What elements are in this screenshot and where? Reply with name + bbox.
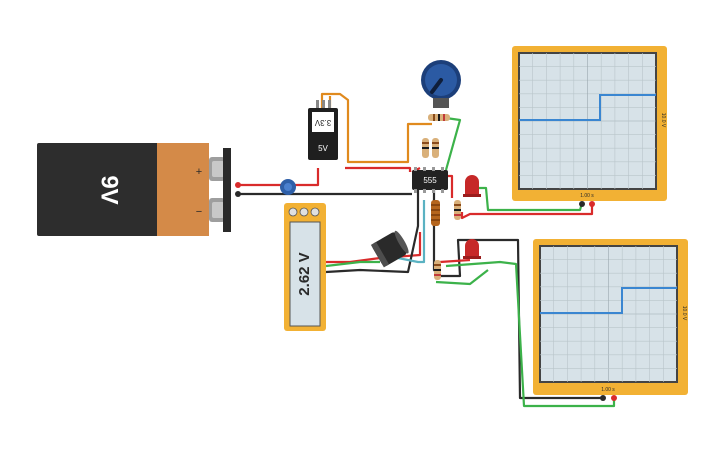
scope-bottom-probe-neg[interactable] [600,395,606,401]
wire-green-scope-top[interactable] [470,186,584,212]
regulator-top-label: 3.3V [314,118,331,127]
battery-plus-symbol: + [196,166,202,178]
ic-pin [423,189,426,193]
ic-pin [441,189,444,193]
resistor-top[interactable] [428,114,450,121]
meter-reading: 2.62 V [296,252,313,295]
ic-pin [432,167,435,171]
wire-red-reg-ic[interactable] [345,166,412,172]
ic-555[interactable]: 555 [412,167,448,193]
scope-bottom-probe-pos[interactable] [611,395,617,401]
scope-top-probe-pos[interactable] [589,201,595,207]
meter-mode-icon[interactable] [299,207,309,217]
capacitor-electrolytic[interactable] [370,229,411,268]
wire-black-meter[interactable] [325,190,420,274]
scope-bottom-trace [540,287,677,314]
battery-cap [157,143,209,236]
reg-pin [328,100,331,110]
terminal-minus-inner [212,202,224,218]
scope-bottom-time-label: 1.00 s [601,387,615,393]
multimeter[interactable]: 2.62 V [284,203,326,331]
oscilloscope-top[interactable]: 1.00 s 10.0 V [512,46,667,207]
ic-pin [441,167,444,171]
scope-bottom-volt-label: 10.0 V [681,306,687,321]
meter-mode-icon[interactable] [288,207,298,217]
ic-pin [423,167,426,171]
battery-minus-symbol: − [196,206,202,218]
oscilloscope-bottom[interactable]: 1.00 s 10.0 V [533,239,688,401]
resistor-led-bottom[interactable] [434,260,441,280]
scope-top-trace [519,94,656,121]
wire-red-switch-reg[interactable] [293,168,320,187]
led-bottom[interactable] [463,239,481,259]
reg-pin [316,100,319,110]
wire-green-meter[interactable] [325,260,380,268]
wire-green-res-lower[interactable] [435,269,489,286]
ic-label: 555 [423,176,437,185]
battery-9v[interactable]: 9V + − [37,143,241,236]
terminal-plus-inner [212,161,224,177]
battery-label: 9V [96,175,123,204]
battery-body [37,143,159,236]
resistor-led-top[interactable] [454,200,461,220]
meter-mode-icon[interactable] [310,207,320,217]
ic-pin [414,189,417,193]
scope-top-probe-neg[interactable] [579,201,585,207]
wire-green-pot[interactable] [444,116,462,171]
inductor-coil[interactable] [431,200,440,226]
regulator-label-bg [312,112,334,132]
reg-pin [322,100,325,110]
voltage-regulator[interactable]: 3.3V 5V [308,100,338,160]
ic-pin [432,189,435,193]
scope-top-time-label: 1.00 s [580,193,594,199]
wire-green-lower[interactable] [445,260,616,408]
pot-base [433,98,449,108]
wire-orange-reg-out[interactable] [320,92,432,164]
wire-red-led-lower[interactable] [439,258,471,264]
switch-icon[interactable] [280,179,296,195]
meter-display [289,221,321,327]
wire-teal-cap[interactable] [397,200,426,264]
resistor-pair[interactable] [422,138,439,158]
ic-pin [414,167,417,171]
led-top[interactable] [463,175,481,197]
battery-minus-node[interactable] [235,191,241,197]
scope-top-volt-label: 10.0 V [660,113,666,128]
battery-connector [223,148,231,232]
potentiometer-knob-icon[interactable] [421,60,461,108]
wire-black-lower[interactable] [440,238,602,400]
wire-red-scope-top[interactable] [460,203,594,220]
battery-plus-node[interactable] [235,182,241,188]
regulator-bottom-label: 5V [318,144,328,153]
